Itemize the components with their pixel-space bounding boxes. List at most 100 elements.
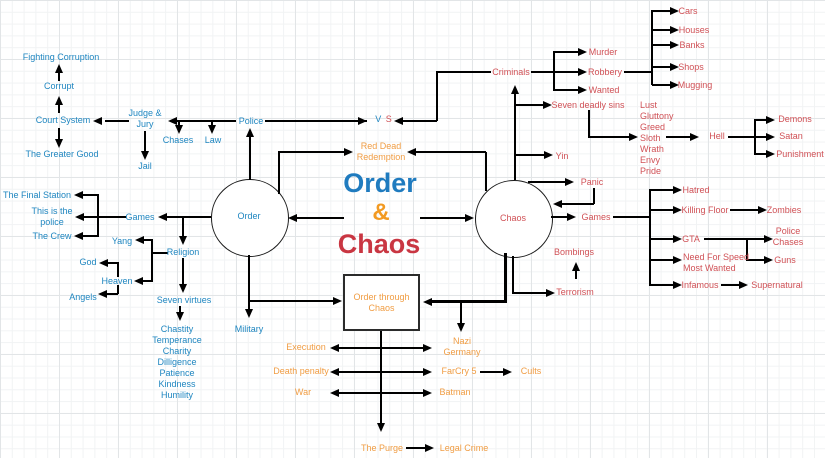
node-demons[interactable]: Demons [778,114,812,124]
node-zombies[interactable]: Zombies [766,205,802,215]
node-military[interactable]: Military [234,324,264,334]
node-cults[interactable]: Cults [520,366,542,376]
connector-line [250,300,333,302]
node-guns[interactable]: Guns [774,255,796,265]
node-hatred[interactable]: Hatred [682,185,710,195]
node-virtues-list[interactable]: Chastity Temperance Charity Dilligence P… [152,324,202,400]
node-yin[interactable]: Yin [555,151,569,161]
node-this-is-the-police[interactable]: This is the police [31,206,73,227]
node-heaven[interactable]: Heaven [101,276,133,286]
node-police-chases[interactable]: Police Chases [772,226,804,247]
node-angels[interactable]: Angels [69,292,97,302]
node-killing-floor[interactable]: Killing Floor [681,205,729,215]
node-seven-virtues[interactable]: Seven virtues [156,295,212,305]
node-god[interactable]: God [79,257,97,267]
node-satan[interactable]: Satan [779,131,803,141]
connector-line [652,66,670,68]
node-shops[interactable]: Shops [678,62,704,72]
arrowhead [739,281,748,289]
node-houses[interactable]: Houses [678,25,710,35]
node-batman[interactable]: Batman [439,387,471,397]
node-nazi-germany[interactable]: Nazi Germany [443,336,481,357]
connector-line [554,51,578,53]
node-hell[interactable]: Hell [709,131,725,141]
node-supernatural[interactable]: Supernatural [751,280,803,290]
arrowhead [158,213,167,221]
connector-line [554,89,578,91]
arrowhead [670,26,679,34]
connector-line [652,44,670,46]
node-farcry5[interactable]: FarCry 5 [441,366,477,376]
node-greater-good[interactable]: The Greater Good [25,149,99,159]
node-panic[interactable]: Panic [580,177,604,187]
connector-line [182,258,184,284]
node-jail[interactable]: Jail [138,161,152,171]
arrowhead [407,148,416,156]
node-terrorism[interactable]: Terrorism [556,287,594,297]
node-punishment[interactable]: Punishment [776,149,824,159]
node-the-purge[interactable]: The Purge [360,443,404,453]
node-games-chaos[interactable]: Games [581,212,611,222]
connector-line [437,71,491,73]
arrowhead [55,96,63,105]
arrowhead [55,64,63,73]
arrowhead [423,344,432,352]
order-through-chaos-label: Order through Chaos [353,291,410,313]
connector-line [755,136,766,138]
connector-line [97,194,99,237]
node-legal-crime[interactable]: Legal Crime [439,443,489,453]
node-gta[interactable]: GTA [682,234,700,244]
node-fighting-corruption[interactable]: Fighting Corruption [22,52,100,62]
node-execution[interactable]: Execution [286,342,326,352]
connector-line [339,371,424,373]
node-chases[interactable]: Chases [162,135,194,145]
connector-line [297,217,344,219]
connector-line [108,262,118,264]
node-bombings[interactable]: Bombings [553,247,595,257]
node-death-penalty[interactable]: Death penalty [273,366,329,376]
order-through-chaos-box[interactable]: Order through Chaos [343,274,420,331]
connector-line [339,347,424,349]
connector-line [652,10,670,12]
vs-letter-s: S [385,114,393,124]
node-corrupt[interactable]: Corrupt [43,81,75,91]
node-murder[interactable]: Murder [588,47,618,57]
node-vs[interactable]: V S [375,114,393,125]
connector-line [624,71,652,73]
node-law[interactable]: Law [204,135,222,145]
connector-line [562,203,594,205]
arrowhead [425,444,434,452]
node-seven-deadly-sins[interactable]: Seven deadly sins [551,100,625,110]
node-court-system[interactable]: Court System [35,115,91,125]
order-circle-label[interactable]: Order [237,211,261,221]
arrowhead [544,151,553,159]
node-robbery[interactable]: Robbery [587,67,623,77]
node-need-for-speed[interactable]: Need For Speed Most Wanted [683,252,750,273]
node-police[interactable]: Police [238,116,264,126]
connector-line [515,104,543,106]
arrowhead [758,206,767,214]
node-judge-jury[interactable]: Judge & Jury [128,108,162,129]
node-sins-list[interactable]: Lust Gluttony Greed Sloth Wrath Envy Pri… [640,100,674,176]
connector-line [652,84,670,86]
node-yang[interactable]: Yang [111,236,133,246]
node-final-station[interactable]: The Final Station [2,190,72,200]
node-criminals[interactable]: Criminals [492,67,530,77]
arrowhead [333,297,342,305]
node-games-order[interactable]: Games [125,212,155,222]
node-infamous[interactable]: Infamous [681,280,719,290]
connector-line [117,285,119,294]
connector-line [755,119,766,121]
node-cars[interactable]: Cars [678,6,698,16]
node-religion[interactable]: Religion [166,247,200,257]
connector-line [721,284,739,286]
node-red-dead-redemption[interactable]: Red Dead Redemption [356,141,406,162]
node-banks[interactable]: Banks [679,40,705,50]
node-the-crew[interactable]: The Crew [32,231,72,241]
node-wanted[interactable]: Wanted [588,85,620,95]
connector-line [177,120,236,122]
chaos-circle[interactable] [475,180,553,258]
node-mugging[interactable]: Mugging [677,80,713,90]
chaos-circle-label[interactable]: Chaos [499,213,527,223]
node-war[interactable]: War [294,387,312,397]
